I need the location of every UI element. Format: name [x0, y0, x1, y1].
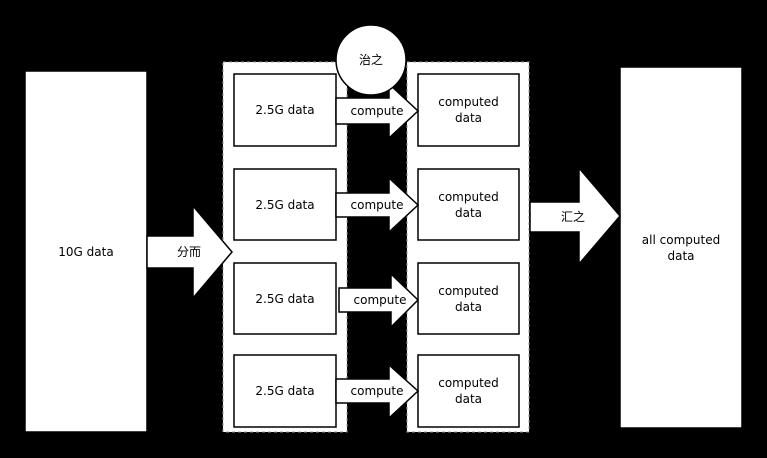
compute-arrow-2	[335, 176, 420, 234]
chunk-box-2	[233, 168, 337, 241]
result-box-3	[417, 262, 520, 335]
conquer-circle	[335, 24, 407, 96]
compute-arrow-4	[335, 363, 420, 420]
compute-arrow-3	[338, 272, 420, 329]
final-box	[619, 66, 743, 429]
result-box-1	[417, 73, 520, 147]
result-box-2	[417, 168, 520, 241]
result-box-4	[417, 354, 520, 428]
chunk-box-1	[233, 73, 337, 147]
merge-arrow	[529, 165, 621, 267]
chunk-box-3	[233, 262, 337, 335]
split-arrow	[146, 203, 233, 301]
compute-arrow-1	[335, 82, 420, 140]
chunk-box-4	[233, 354, 337, 428]
source-box	[24, 70, 148, 433]
